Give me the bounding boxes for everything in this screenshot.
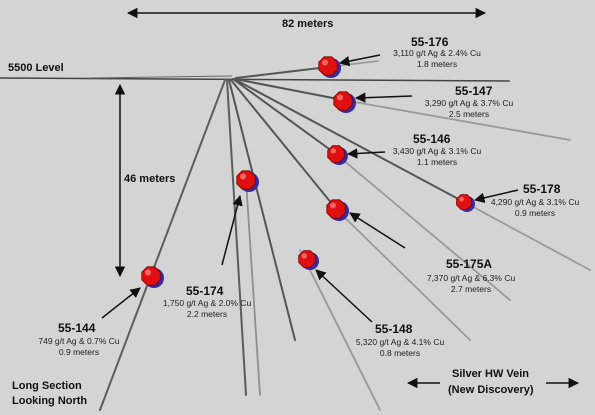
intercept-marker-55-148 [298,250,316,268]
hole-assay-55-144: 749 g/t Ag & 0.7% Cu [38,336,120,346]
hole-id-55-178: 55-178 [523,182,561,196]
hole-info-55-147: 3,290 g/t Ag & 3.7% Cu 2.5 meters [410,98,528,120]
hole-info-55-175A: 7,370 g/t Ag & 6.3% Cu 2.7 meters [412,273,530,295]
hole-width-55-148: 0.8 meters [379,348,421,358]
level-label: 5500 Level [8,62,64,74]
drillhole-55-147-extension [342,99,571,141]
drillhole-55-174 [226,79,247,396]
hole-width-55-178: 0.9 meters [514,208,556,218]
hole-assay-55-178: 4,290 g/t Ag & 3.1% Cu [490,197,580,207]
drillhole-55-147 [234,78,344,101]
intercept-highlight-55-176 [322,59,328,66]
hole-assay-55-146: 3,430 g/t Ag & 3.1% Cu [392,146,482,156]
callout-arrow-55-146 [346,148,386,159]
hole-id-55-148: 55-148 [375,322,413,336]
hole-assay-55-148: 5,320 g/t Ag & 4.1% Cu [355,337,445,347]
width-dimension-label: 82 meters [282,18,334,30]
hole-info-55-178: 4,290 g/t Ag & 3.1% Cu 0.9 meters [476,197,594,219]
hole-info-55-176: 3,110 g/t Ag & 2.4% Cu 1.8 meters [378,48,496,70]
hole-id-55-144: 55-144 [58,321,96,335]
callout-arrow-55-148 [315,269,373,323]
hole-id-55-176: 55-176 [411,35,449,49]
hole-width-55-144: 0.9 meters [58,347,100,357]
hole-info-55-148: 5,320 g/t Ag & 4.1% Cu 0.8 meters [341,337,459,359]
drillhole-55-175A [230,79,338,211]
intercept-marker-55-147 [333,91,353,111]
hole-width-55-147: 2.5 meters [448,109,490,119]
hole-id-55-147: 55-147 [455,84,493,98]
drillhole-55-178 [233,78,465,203]
hole-width-55-146: 1.1 meters [416,157,458,167]
callout-arrow-55-174 [221,194,243,266]
callout-arrow-55-147 [354,92,413,103]
hole-id-55-146: 55-146 [413,132,451,146]
hole-info-55-174: 1,750 g/t Ag & 2.0% Cu 2.2 meters [148,298,266,320]
drillhole-55-148-extension [299,249,381,411]
intercept-highlight-55-147 [337,94,343,101]
intercept-markers [141,56,475,288]
callout-arrows [101,54,519,323]
level-line [0,77,511,82]
hole-assay-55-176: 3,110 g/t Ag & 2.4% Cu [393,48,481,58]
hole-id-55-174: 55-174 [186,284,224,298]
drillholes [99,60,591,411]
hole-id-55-175A: 55-175A [446,257,493,271]
intercept-marker-55-144 [141,266,161,286]
intercept-marker-55-146 [327,145,345,163]
intercept-highlight-55-148 [301,253,307,259]
drillhole-55-148 [228,79,296,341]
intercept-highlight-55-175A [330,202,336,209]
hole-assay-55-174: 1,750 g/t Ag & 2.0% Cu [162,298,252,308]
intercept-highlight-55-146 [330,148,336,154]
intercept-marker-55-178 [456,194,472,210]
intercept-highlight-55-178 [459,196,464,202]
hole-width-55-176: 1.8 meters [416,59,458,69]
drillhole-55-178-extension [463,201,591,271]
hole-width-55-175A: 2.7 meters [450,284,492,294]
depth-dimension-label: 46 meters [124,173,176,185]
intercept-highlight-55-144 [145,269,151,276]
callout-arrow-55-178 [473,189,519,203]
drillhole-55-174-extension [245,179,261,396]
intercept-highlight-55-174 [240,173,246,180]
hole-assay-55-147: 3,290 g/t Ag & 3.7% Cu [424,98,514,108]
callout-arrow-55-176 [338,54,381,67]
hole-info-55-144: 749 g/t Ag & 0.7% Cu 0.9 meters [20,336,138,358]
hole-info-55-146: 3,430 g/t Ag & 3.1% Cu 1.1 meters [378,146,496,168]
drillhole-55-175A-extension [336,209,471,341]
intercept-marker-55-175A [326,199,346,219]
callout-arrow-55-175A [349,212,406,249]
hole-assay-55-175A: 7,370 g/t Ag & 6.3% Cu [426,273,516,283]
section-title-line-2: Looking North [12,395,88,407]
intercept-marker-55-176 [318,56,338,76]
hole-width-55-174: 2.2 meters [186,309,228,319]
drillhole-55-146-extension [335,153,511,301]
drillhole-55-144 [99,79,226,411]
callout-arrow-55-144 [101,287,141,319]
drillhole-55-146 [232,78,337,155]
intercept-marker-55-174 [236,170,256,190]
drillhole-55-176 [235,66,329,79]
vein-label-line-2: (New Discovery) [448,384,534,396]
section-title-line-1: Long Section [12,380,82,392]
vein-label-line-1: Silver HW Vein [452,368,530,380]
